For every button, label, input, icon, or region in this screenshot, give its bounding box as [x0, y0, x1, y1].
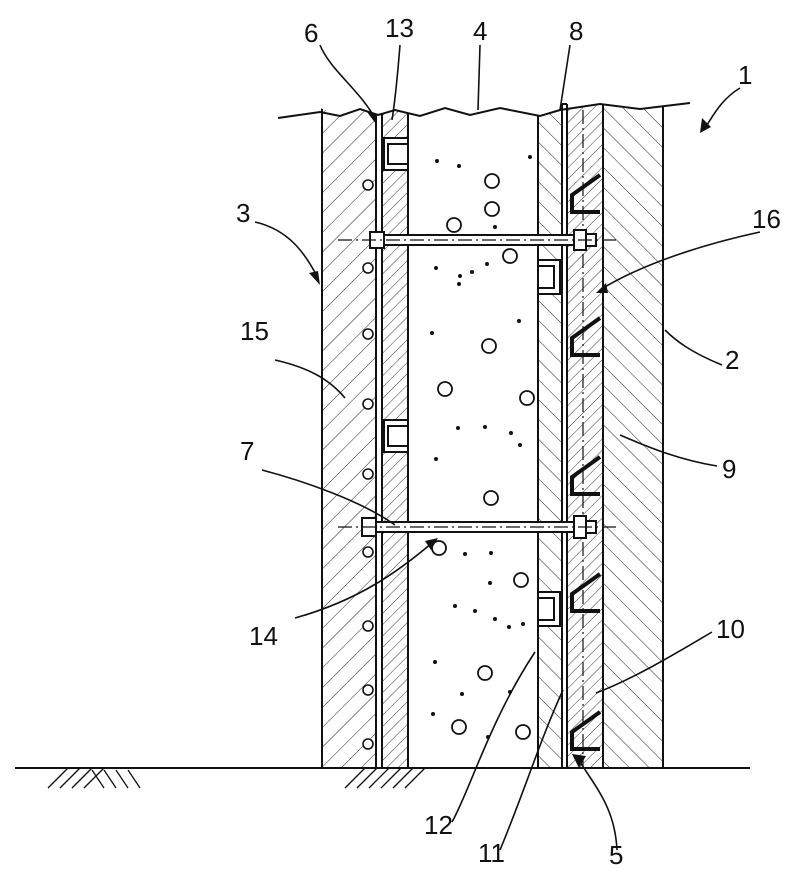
ref-label-14: 14 — [249, 621, 278, 651]
ref-label-4: 4 — [473, 16, 487, 46]
tie-bolt-lower — [338, 515, 620, 539]
left-channel-brackets — [383, 137, 409, 453]
cavity-anchors — [570, 173, 602, 751]
reference-labels: 6 13 4 8 1 3 16 15 2 7 9 14 10 12 11 5 — [236, 13, 781, 870]
arrowheads — [309, 112, 711, 768]
ref-label-3: 3 — [236, 198, 250, 228]
ground — [15, 767, 750, 789]
tie-bolt-upper — [338, 229, 620, 251]
break-line — [277, 102, 691, 119]
ref-label-9: 9 — [722, 454, 736, 484]
left-formwork-panel — [321, 103, 377, 768]
ref-label-15: 15 — [240, 316, 269, 346]
ref-label-11: 11 — [478, 838, 505, 868]
right-sheet-panel — [537, 103, 563, 768]
right-cavity-layer — [566, 103, 604, 768]
ref-label-16: 16 — [752, 204, 781, 234]
ref-label-5: 5 — [609, 840, 623, 870]
concrete-core — [407, 103, 539, 768]
leader-lines — [254, 44, 761, 851]
ref-label-1: 1 — [738, 60, 752, 90]
ref-label-6: 6 — [304, 18, 318, 48]
ref-label-7: 7 — [240, 436, 254, 466]
ref-label-2: 2 — [725, 345, 739, 375]
ref-label-12: 12 — [424, 810, 453, 840]
right-channel-brackets — [537, 259, 561, 627]
left-rebar-circles — [362, 179, 374, 750]
ref-label-8: 8 — [569, 16, 583, 46]
ref-label-10: 10 — [716, 614, 745, 644]
outer-shell-wall — [602, 103, 664, 768]
ref-label-13: 13 — [385, 13, 414, 43]
